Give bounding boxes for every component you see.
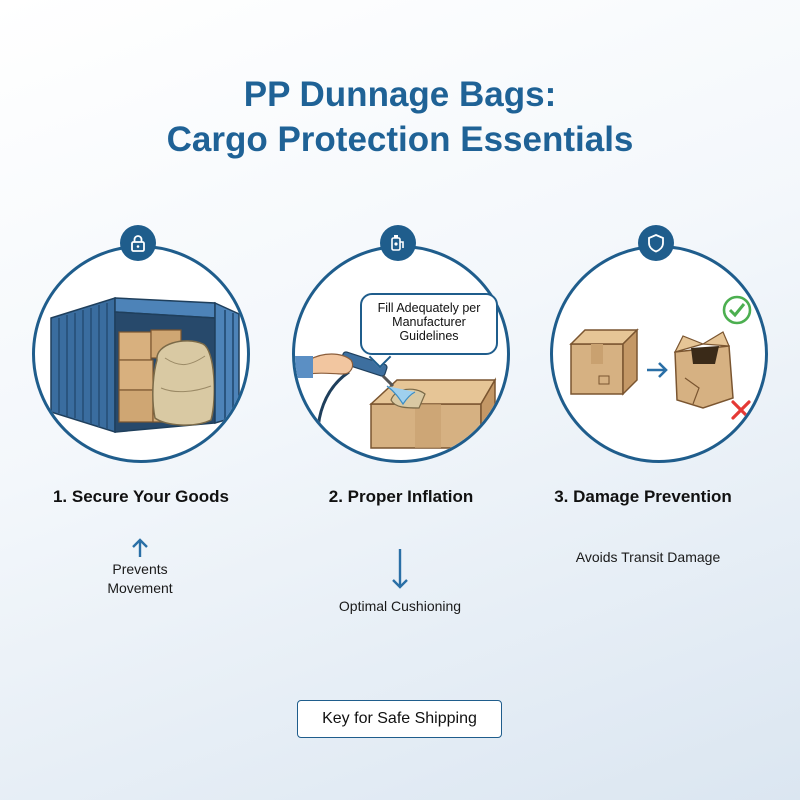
- step-2-note: Optimal Cushioning: [338, 598, 462, 614]
- step-2-title: 2. Proper Inflation: [328, 487, 474, 506]
- step-secure-goods: 1. Secure Your Goods Prevents Movement: [32, 225, 250, 665]
- lock-icon: [120, 225, 156, 261]
- inflation-callout: Fill Adequately per Manufacturer Guideli…: [360, 293, 498, 355]
- title-line-1: PP Dunnage Bags:: [243, 75, 557, 114]
- cross-icon: [731, 400, 751, 420]
- inflation-pump-icon: [380, 225, 416, 261]
- step-3-note: Avoids Transit Damage: [575, 549, 721, 565]
- step-3-title: 3. Damage Prevention: [554, 487, 732, 506]
- step-proper-inflation: Fill Adequately per Manufacturer Guideli…: [292, 225, 510, 665]
- check-icon: [722, 295, 752, 325]
- illustration-damage-comparison: [550, 245, 768, 463]
- arrow-down-icon: [392, 549, 408, 589]
- damaged-box-icon: [673, 331, 734, 409]
- footer-key-label: Key for Safe Shipping: [297, 700, 502, 738]
- step-damage-prevention: 3. Damage Prevention Avoids Transit Dama…: [550, 225, 768, 665]
- shield-icon: [638, 225, 674, 261]
- step-1-note-line-2: Movement: [107, 580, 173, 596]
- footer-label-text: Key for Safe Shipping: [322, 710, 477, 727]
- step-1-note: Prevents Movement: [72, 560, 208, 598]
- step-1-title: 1. Secure Your Goods: [52, 487, 230, 506]
- intact-box-icon: [569, 328, 639, 396]
- step-1-note-line-1: Prevents: [112, 561, 168, 577]
- page-title: PP Dunnage Bags: Cargo Protection Essent…: [0, 72, 800, 162]
- arrow-up-icon: [132, 538, 148, 557]
- title-line-2: Cargo Protection Essentials: [166, 120, 634, 159]
- illustration-shipping-container: [32, 245, 250, 463]
